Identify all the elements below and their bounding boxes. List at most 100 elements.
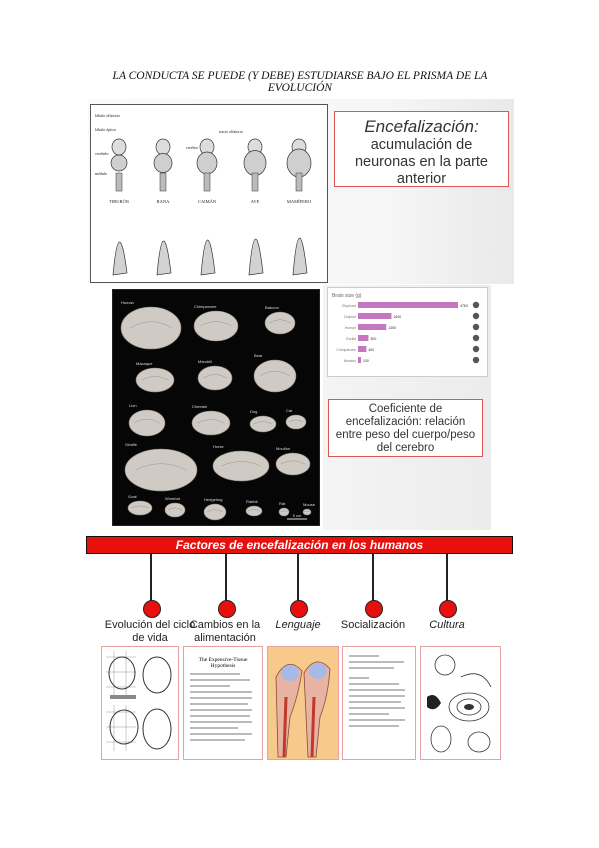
- brain-animal-label: Goat: [128, 494, 138, 499]
- brain-gyrus-line: [135, 463, 187, 471]
- expensive-tissue-article-image: The Expensive-Tissue Hypothesis: [183, 646, 263, 760]
- animal-silhouette-icon: [472, 356, 480, 364]
- factors-banner: Factores de encefalización en los humano…: [86, 536, 513, 554]
- chart-title: Brain size (g): [332, 293, 362, 299]
- brain-gyrus-line: [202, 374, 228, 379]
- brain-lobe: [243, 150, 267, 176]
- factor-label-language: Lenguaje: [275, 619, 321, 631]
- chart-category-label: Dolphin: [344, 315, 356, 319]
- brain-side-view: [248, 238, 264, 276]
- chart-value-label: 400: [368, 348, 374, 352]
- brain-lobe: [196, 151, 218, 175]
- brain-gyrus-line: [304, 510, 310, 513]
- animal-silhouette-icon: [472, 312, 480, 320]
- chart-category-label: Elephant: [342, 304, 356, 308]
- brain-animal-label: Dog: [250, 409, 257, 414]
- brain-animal-label: Macaque: [136, 361, 153, 366]
- brain-animal-label: Mouflon: [276, 446, 290, 451]
- timeline-dot: [439, 600, 457, 618]
- animal-silhouette-icon: [472, 301, 480, 309]
- brain-animal-label: Chimpanzee: [194, 304, 217, 309]
- brain-gyrus-line: [141, 376, 169, 381]
- brain-specimen: [135, 367, 175, 393]
- brain-lobe: [111, 138, 127, 156]
- animal-label: CAIMÁN: [198, 199, 217, 204]
- brain-side-view: [292, 237, 308, 276]
- brain-gyrus-line: [280, 460, 306, 465]
- language-brain-image: [267, 646, 339, 760]
- brain-animal-label: Mandrill: [198, 359, 212, 364]
- brain-gyrus-line: [280, 510, 288, 513]
- brain-gyrus-line: [197, 419, 225, 424]
- brain-specimen: [212, 450, 270, 482]
- chart-value-label: 1600: [393, 315, 401, 319]
- timeline-dot: [365, 600, 383, 618]
- spinal-cord: [115, 172, 123, 192]
- chart-value-label: 4783: [460, 304, 468, 308]
- brain-animal-label: Baboon: [265, 305, 279, 310]
- brain-gyrus-line: [207, 509, 223, 513]
- culture-diagram-image: [420, 646, 501, 760]
- chart-bar: [358, 302, 458, 308]
- skull-sketch: [106, 651, 172, 751]
- brain-specimen: [253, 359, 297, 393]
- brain-specimen: [124, 448, 198, 492]
- coefficient-box: Coeficiente de encefalización: relación …: [328, 399, 483, 457]
- chart-bar: [358, 313, 392, 319]
- brain-specimen: [302, 508, 312, 516]
- brain-side-view: [200, 239, 216, 276]
- anatomy-label: médula: [95, 171, 107, 176]
- brain-lobe: [155, 138, 171, 156]
- brain-animal-label: Rat: [279, 501, 286, 506]
- timeline-connector: [297, 554, 299, 607]
- brain-specimen: [285, 414, 307, 430]
- brain-animal-label: Cat: [286, 408, 293, 413]
- brain-animal-label: Wombat: [165, 496, 181, 501]
- page-title: LA CONDUCTA SE PUEDE (Y DEBE) ESTUDIARSE…: [112, 70, 488, 94]
- timeline-dot: [290, 600, 308, 618]
- encephalization-heading: Encefalización:: [364, 117, 479, 136]
- life-cycle-skull-image: [101, 646, 179, 760]
- article-text-lines: [184, 673, 262, 741]
- animal-label: TIBURÓN: [109, 199, 130, 204]
- brain-specimen: [191, 410, 231, 436]
- timeline-connector: [372, 554, 374, 607]
- brain-animal-label: Rabbit: [246, 499, 258, 504]
- article-text-lines: [343, 655, 415, 727]
- spinal-cord: [203, 172, 211, 192]
- spinal-cord: [295, 172, 303, 192]
- language-anatomy-sketch: [275, 661, 331, 758]
- brain-animal-label: Human: [121, 300, 134, 305]
- animal-silhouette-icon: [472, 345, 480, 353]
- brain-specimen: [197, 365, 233, 391]
- timeline-connector: [150, 554, 152, 607]
- brain-specimen: [203, 503, 227, 521]
- brain-side-view: [156, 240, 172, 276]
- chart-bar: [358, 357, 361, 363]
- scale-label: 5 cm: [293, 513, 302, 518]
- animal-label: MAMÍFERO: [287, 199, 312, 204]
- brain-gyrus-line: [253, 421, 273, 425]
- brain-specimen: [127, 500, 153, 516]
- chart-category-label: Gorilla: [346, 337, 356, 341]
- factor-label-socialization: Socialización: [340, 619, 406, 631]
- article-title: The Expensive-Tissue Hypothesis: [198, 657, 248, 669]
- social-brain-article-image: [342, 646, 416, 760]
- brain-specimen: [164, 502, 186, 518]
- brain-lobe: [110, 154, 128, 172]
- brain-gyrus-line: [200, 321, 232, 327]
- factor-label-culture: Cultura: [429, 619, 465, 631]
- anatomy-label: cerebro: [186, 145, 198, 150]
- timeline-dot: [143, 600, 161, 618]
- brain-lobe: [153, 153, 173, 173]
- brain-side-view: [112, 241, 128, 276]
- spinal-cord: [159, 172, 167, 192]
- culture-diagram-sketch: [427, 654, 492, 753]
- brain-gyrus-line: [129, 321, 173, 329]
- timeline-connector: [225, 554, 227, 607]
- anatomy-label: cerebelo: [95, 151, 109, 156]
